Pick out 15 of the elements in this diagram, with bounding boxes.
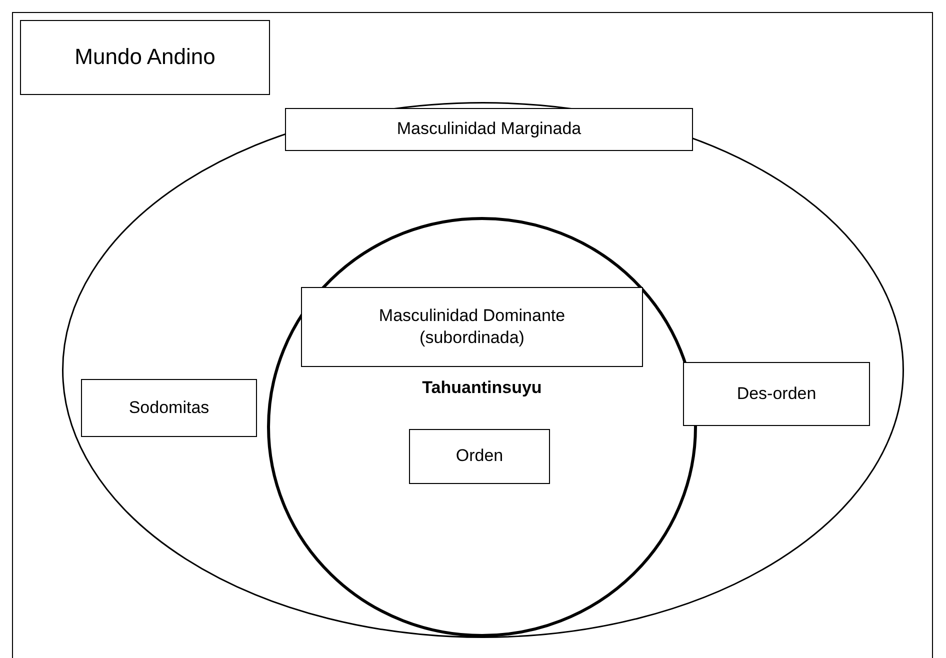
box-label: Des-orden xyxy=(736,382,816,405)
box-label: Masculinidad Dominante (subordinada) xyxy=(378,304,566,349)
label-box xyxy=(20,20,270,95)
box-label: Sodomitas xyxy=(128,396,210,419)
box-label: Orden xyxy=(456,445,504,468)
region-label: Tahuantinsuyu xyxy=(422,377,542,399)
label-box xyxy=(683,362,870,426)
ellipse-region xyxy=(267,217,697,637)
ellipse-region xyxy=(62,102,904,638)
label-box xyxy=(301,287,643,367)
label-box xyxy=(409,429,550,484)
box-label: Mundo Andino xyxy=(74,43,216,72)
label-box xyxy=(81,379,257,437)
label-box xyxy=(285,108,693,151)
box-label: Masculinidad Marginada xyxy=(396,118,582,140)
